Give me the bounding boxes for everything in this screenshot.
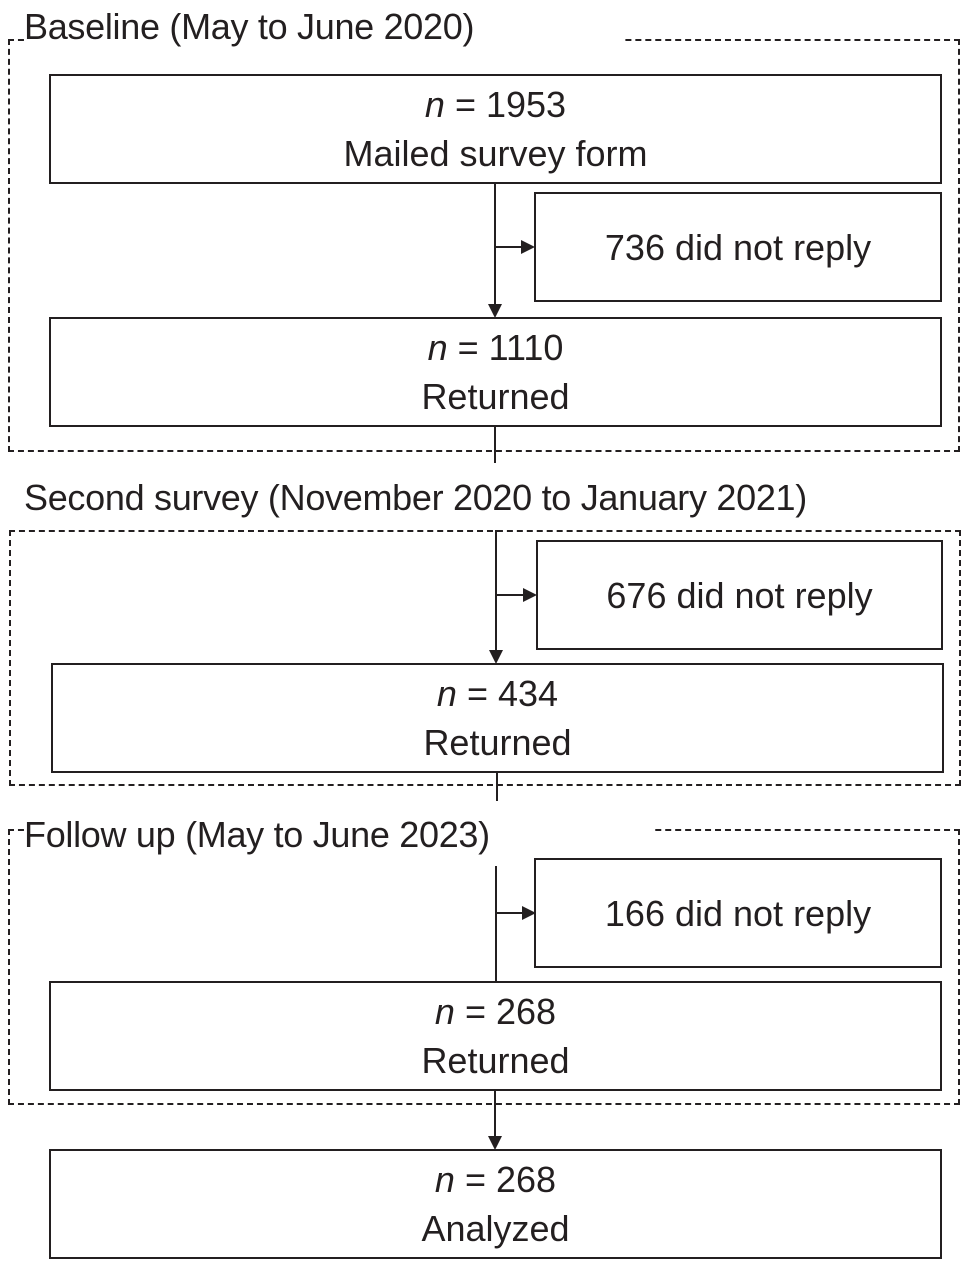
arrow-down-icon bbox=[489, 650, 503, 664]
mailed-label: Mailed survey form bbox=[343, 133, 648, 174]
second-survey-no-reply-box: 676 did not reply bbox=[536, 540, 943, 650]
arrow-right-icon bbox=[523, 588, 537, 602]
second-survey-returned-box: n = 434 Returned bbox=[51, 663, 944, 773]
arrow-right-icon bbox=[521, 240, 535, 254]
baseline-no-reply-box: 736 did not reply bbox=[534, 192, 942, 302]
baseline-returned-box: n = 1110 Returned bbox=[49, 317, 942, 427]
follow-up-no-reply-box: 166 did not reply bbox=[534, 858, 942, 968]
connector-line bbox=[497, 594, 524, 596]
follow-up-returned-count: n = 268 bbox=[434, 991, 557, 1032]
connector-line bbox=[495, 912, 523, 914]
baseline-returned-count: n = 1110 bbox=[427, 327, 564, 368]
arrow-right-icon bbox=[522, 906, 536, 920]
second-survey-section-title: Second survey (November 2020 to January … bbox=[24, 478, 815, 518]
arrow-down-icon bbox=[488, 1136, 502, 1150]
analyzed-count: n = 268 bbox=[434, 1159, 557, 1200]
analyzed-box: n = 268 Analyzed bbox=[49, 1149, 942, 1259]
connector-line bbox=[495, 866, 497, 982]
second-survey-section-frame bbox=[9, 530, 961, 786]
follow-up-returned-box: n = 268 Returned bbox=[49, 981, 942, 1091]
second-survey-returned-count: n = 434 bbox=[436, 673, 559, 714]
connector-line bbox=[495, 530, 497, 651]
baseline-section-title: Baseline (May to June 2020) bbox=[24, 7, 622, 47]
follow-up-section-title: Follow up (May to June 2023) bbox=[24, 815, 652, 855]
connector-line bbox=[496, 773, 498, 801]
mailed-survey-box: n = 1953 Mailed survey form bbox=[49, 74, 942, 184]
connector-line bbox=[494, 184, 496, 305]
connector-line bbox=[494, 427, 496, 463]
connector-line bbox=[494, 246, 522, 248]
arrow-down-icon bbox=[488, 304, 502, 318]
mailed-count: n = 1953 bbox=[424, 84, 567, 125]
connector-line bbox=[494, 1091, 496, 1137]
